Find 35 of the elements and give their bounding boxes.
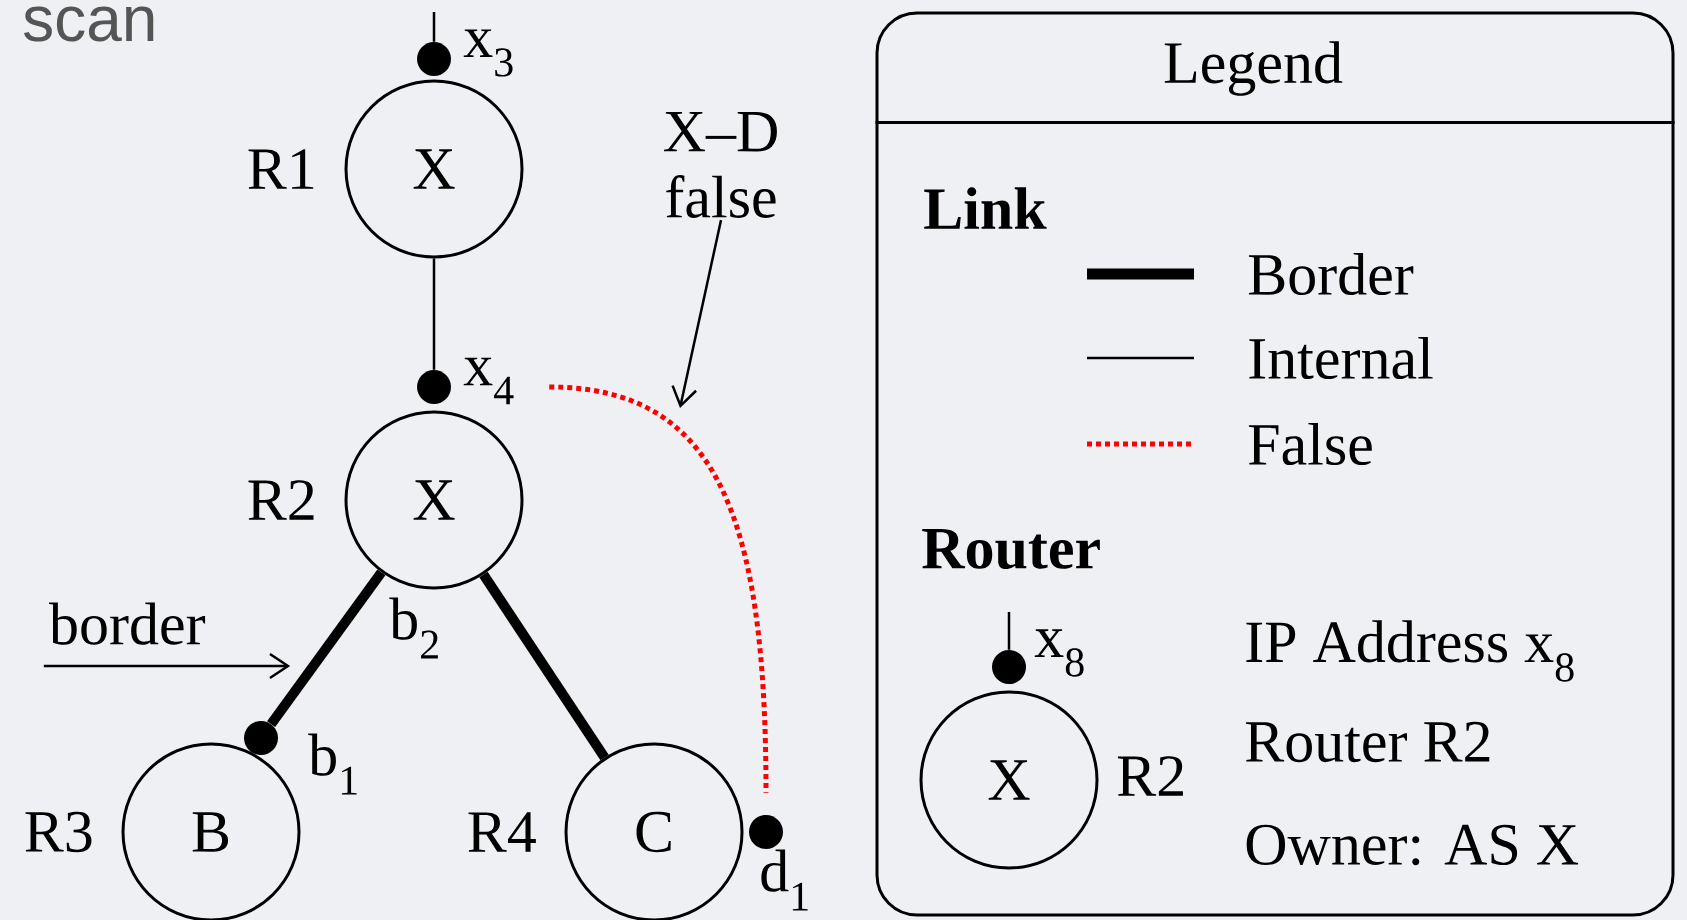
link-line xyxy=(549,384,769,793)
interface-label: x$_{3}$ xyxy=(463,29,513,77)
interface-label: b$_{2}$ xyxy=(389,597,438,659)
interface-dot xyxy=(417,370,451,404)
interface-dot xyxy=(992,650,1026,684)
router-label: R3 xyxy=(25,811,92,853)
arrow xyxy=(671,219,723,408)
stub-line xyxy=(432,12,436,42)
legend-text: Owner: AS X xyxy=(1246,824,1579,866)
link-line xyxy=(267,569,386,727)
callout-text: X–D false xyxy=(664,112,777,218)
link-line xyxy=(432,258,436,370)
router-label: R4 xyxy=(468,812,536,852)
router-label: R2 xyxy=(248,480,314,520)
interface-label: b$_{1}$ xyxy=(308,733,357,795)
stub-line xyxy=(1007,612,1011,650)
interface-dot xyxy=(417,42,451,76)
section-heading: Router xyxy=(922,529,1100,569)
slide-title: scan xyxy=(24,6,154,42)
router-label: R2 xyxy=(1117,756,1183,796)
interface-dot xyxy=(244,721,278,755)
section-heading: Link xyxy=(924,187,1047,229)
legend-text: IP Address x$_{8}$ xyxy=(1246,620,1574,682)
interface-label: d$_{1}$ xyxy=(761,849,808,911)
interface-dot xyxy=(749,815,783,849)
arrow xyxy=(43,652,291,680)
link-line xyxy=(479,571,609,761)
legend-text: Router R2 xyxy=(1245,721,1490,763)
router-label: R1 xyxy=(248,149,314,189)
interface-label: x$_{4}$ xyxy=(463,357,514,405)
interface-label: x$_{8}$ xyxy=(1034,629,1084,677)
callout-text: border xyxy=(49,602,206,645)
legend-item: Border xyxy=(1087,252,1414,296)
legend-item: False xyxy=(1087,422,1372,466)
legend-item: Internal xyxy=(1087,336,1433,380)
